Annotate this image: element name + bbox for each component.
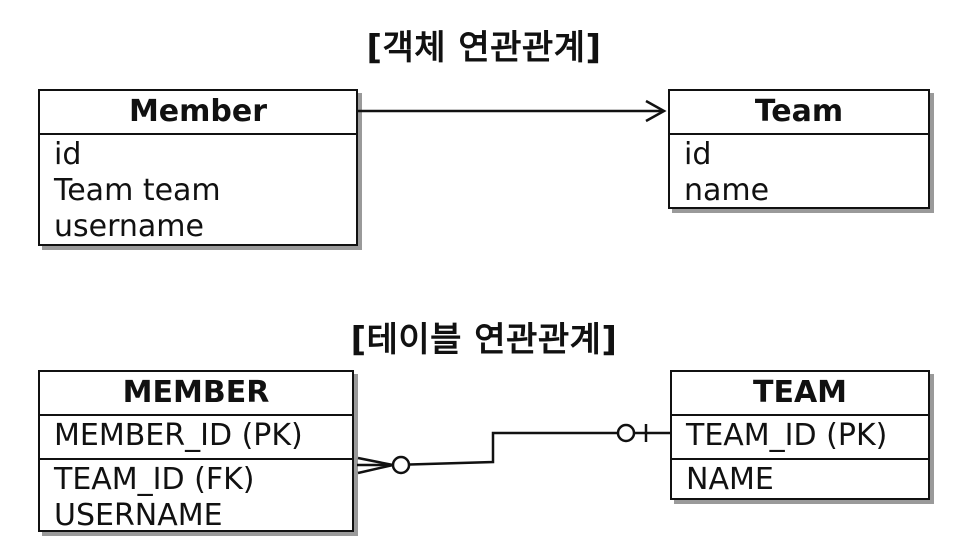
member-table-box: MEMBER MEMBER_ID (PK) TEAM_ID (FK) USERN… <box>38 370 354 533</box>
association-arrow <box>358 99 667 123</box>
erd-relationship-line <box>357 423 670 475</box>
team-class-box: Team id name <box>668 89 930 209</box>
member-table-columns: TEAM_ID (FK) USERNAME <box>40 458 352 538</box>
table-relation-title: [테이블 연관관계] <box>350 320 618 360</box>
team-table-columns: NAME <box>672 458 928 502</box>
object-relation-title: [객체 연관관계] <box>366 28 602 68</box>
member-table-pk-section: MEMBER_ID (PK) <box>40 416 352 458</box>
team-table-box: TEAM TEAM_ID (PK) NAME <box>670 370 930 500</box>
member-class-fields: id Team team username <box>40 135 356 249</box>
team-class-fields: id name <box>670 135 928 213</box>
team-field: id <box>684 137 712 172</box>
team-class-name: Team <box>670 91 928 135</box>
team-table-pk-section: TEAM_ID (PK) <box>672 416 928 458</box>
team-table-column: NAME <box>686 462 774 497</box>
member-class-box: Member id Team team username <box>38 89 358 246</box>
member-field: username <box>54 209 204 244</box>
member-field: id <box>54 137 82 172</box>
member-table-pk: MEMBER_ID (PK) <box>54 418 303 453</box>
team-table-pk: TEAM_ID (PK) <box>686 418 888 453</box>
team-table-name: TEAM <box>672 372 928 416</box>
member-class-name: Member <box>40 91 356 135</box>
member-table-column: USERNAME <box>54 498 223 533</box>
member-table-column: TEAM_ID (FK) <box>54 462 255 497</box>
team-field: name <box>684 173 770 208</box>
member-field: Team team <box>54 173 221 208</box>
member-table-name: MEMBER <box>40 372 352 416</box>
